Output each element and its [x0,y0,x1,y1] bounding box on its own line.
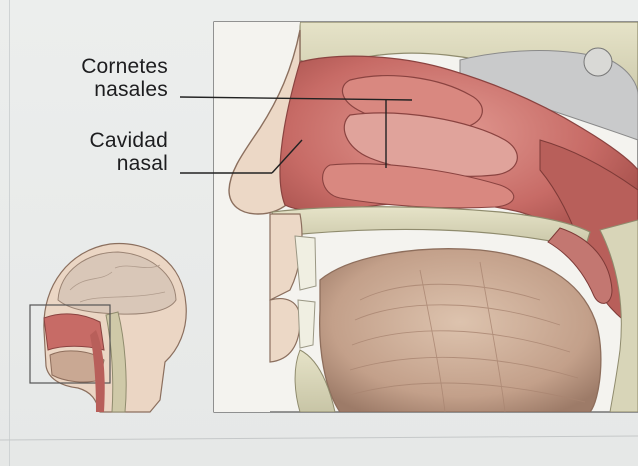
lower-incisor [298,300,315,348]
main-sagittal-section [214,22,638,412]
sinus-chamber [584,48,612,76]
inset-head-diagram [30,244,186,412]
page-bottom-edge [0,436,638,440]
